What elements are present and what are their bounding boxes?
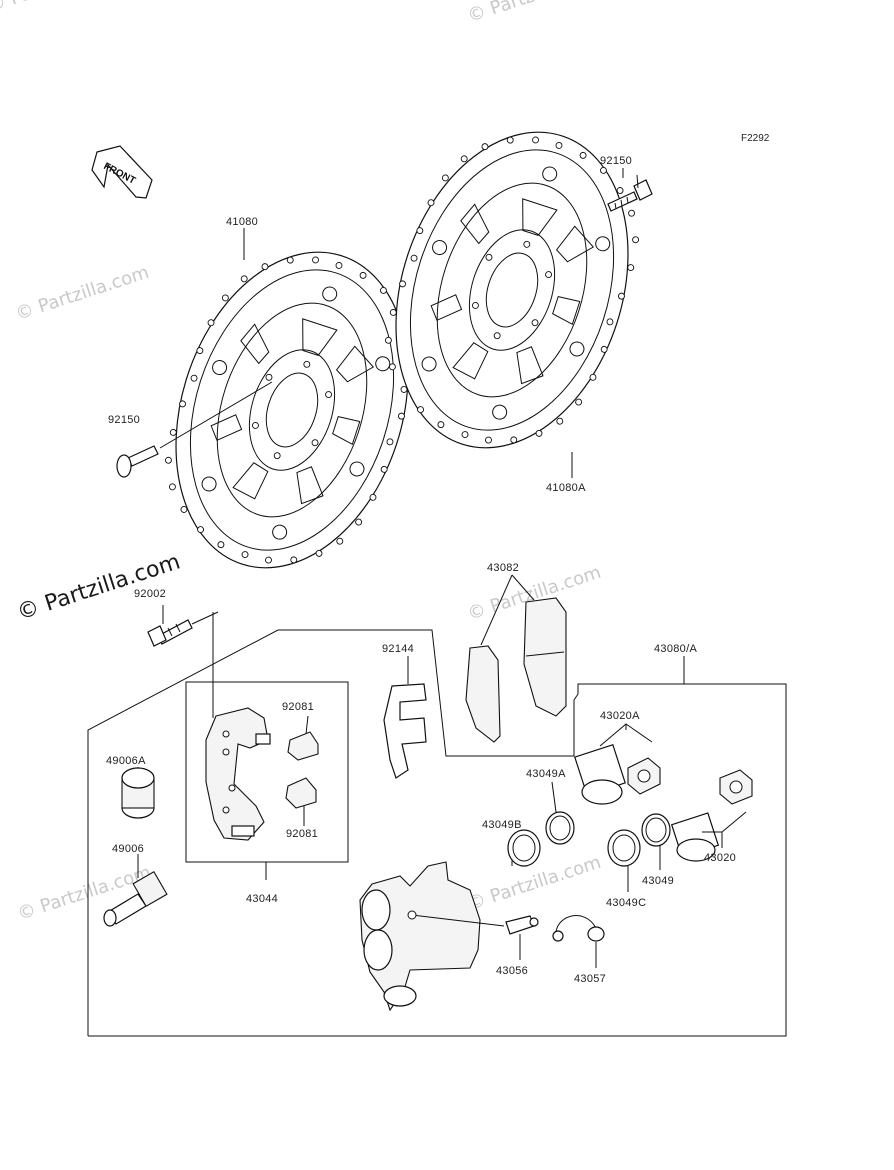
cap-43057 [552,915,605,968]
seal-43049b [507,829,541,867]
piston-43020 [670,769,753,862]
assembly-outline [87,629,787,1037]
bleeder-43056 [505,915,539,960]
label-43057: 43057 [574,973,606,985]
bracket-group-43044 [185,681,349,880]
label-41080a: 41080A [546,482,586,494]
pin-49006 [103,854,168,927]
clip-92081-top [287,715,319,761]
label-92150-top: 92150 [600,155,632,167]
caliper-body [359,861,505,1012]
label-43049: 43049 [642,875,674,887]
spring-92144 [383,656,427,779]
bolt-92150-top [607,174,653,212]
label-43049b: 43049B [482,819,522,831]
leader-lines [243,168,685,866]
seal-43049c [607,829,641,892]
label-43056: 43056 [496,965,528,977]
label-92081-bottom: 92081 [286,828,318,840]
watermark-text: © Partzilla.com [465,0,604,27]
label-43082: 43082 [487,562,519,574]
front-arrow-icon: FRONT [91,145,153,199]
label-41080: 41080 [226,216,258,228]
watermark-text: © Partzilla.com [15,862,154,925]
label-43080a: 43080/A [654,643,697,655]
diagram-code: F2292 [741,133,770,144]
brake-pads-43082 [465,574,567,743]
seal-43049a [545,781,575,845]
brake-disc-41080 [136,221,448,599]
label-43044: 43044 [246,893,278,905]
label-92150-left: 92150 [108,414,140,426]
watermark-text: © Partzilla.com [13,262,152,325]
boot-49006a [121,767,155,819]
piston-43020a [574,723,661,805]
label-92144: 92144 [382,643,414,655]
label-43020: 43020 [704,852,736,864]
clip-92081-bottom [285,777,317,826]
watermark-text: © Partzilla.com [0,0,124,17]
label-43049a: 43049A [526,768,566,780]
label-49006a: 49006A [106,755,146,767]
label-43020a: 43020A [600,710,640,722]
part-labels: 41080 41080A 92150 92150 92002 43082 921… [106,155,736,985]
bolt-92150-left [116,381,273,478]
bolt-92002 [147,605,219,718]
brake-disc-41080a [356,101,668,479]
label-43049c: 43049C [606,897,646,909]
seal-43049 [641,813,671,870]
label-49006: 49006 [112,843,144,855]
label-92002: 92002 [134,588,166,600]
label-92081-top: 92081 [282,701,314,713]
